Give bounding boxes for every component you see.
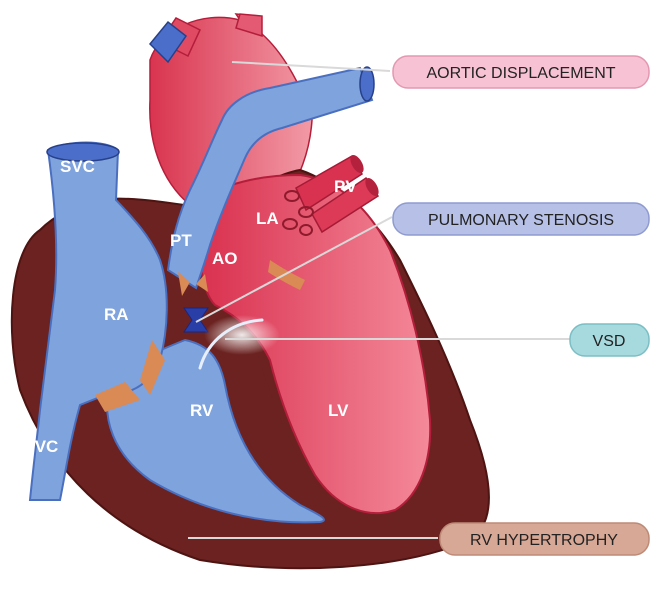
label-ivc: IVC	[30, 437, 58, 456]
callout-vsd: VSD	[570, 324, 649, 356]
label-ao: AO	[212, 249, 238, 268]
callout-pulmonary-stenosis: PULMONARY STENOSIS	[393, 203, 649, 235]
callout-aortic-displacement: AORTIC DISPLACEMENT	[393, 56, 649, 88]
label-la: LA	[256, 209, 279, 228]
callout-rv-hypertrophy: RV HYPERTROPHY	[440, 523, 649, 555]
label-lv: LV	[328, 401, 349, 420]
vsd-glow	[204, 315, 280, 355]
callout-pulmonary-stenosis-text: PULMONARY STENOSIS	[428, 212, 614, 229]
label-pt: PT	[170, 231, 192, 250]
label-rv: RV	[190, 401, 214, 420]
callout-vsd-text: VSD	[593, 333, 626, 350]
label-svc: SVC	[60, 157, 95, 176]
label-ra: RA	[104, 305, 129, 324]
callout-aortic-displacement-text: AORTIC DISPLACEMENT	[426, 65, 615, 82]
callout-rv-hypertrophy-text: RV HYPERTROPHY	[470, 532, 618, 549]
label-pv: PV	[334, 177, 357, 196]
pulmonary-artery-end	[360, 67, 374, 101]
